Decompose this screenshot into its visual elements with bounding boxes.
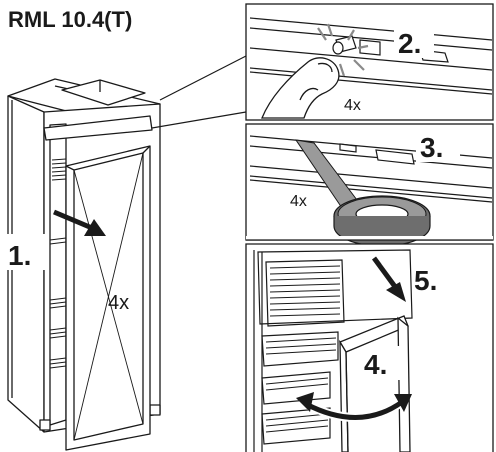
- step-3-label-bg: [416, 130, 460, 162]
- hand-icon: [261, 57, 340, 119]
- detail-panel-step-3: 4x 3.: [245, 123, 494, 247]
- step-5-label-bg: [412, 262, 456, 296]
- step-4-label-bg: [362, 346, 406, 380]
- detail-panel-step-2: 4x 2.: [245, 3, 494, 121]
- tape-quantity-label: 4x: [290, 193, 307, 210]
- screw-quantity-label: 4x: [344, 97, 361, 114]
- zoom-callout-lines: [151, 55, 247, 129]
- door-quantity-label: 4x: [108, 292, 129, 314]
- step-1-label: 1.: [8, 240, 31, 271]
- step-4-label: 4.: [364, 349, 387, 380]
- step-1-label-bg: [4, 234, 46, 270]
- step-1-arrow: [53, 209, 106, 236]
- step-2-label: 2.: [398, 28, 421, 59]
- tape-roll-icon: [246, 195, 493, 247]
- loosen-motion-marks: [317, 23, 369, 77]
- screw-icon: [332, 35, 357, 55]
- step-3-label: 3.: [420, 132, 443, 163]
- step-5-arrow: [371, 256, 406, 302]
- model-title: RML 10.4(T): [8, 7, 132, 32]
- step-4-swing-arrow: [296, 392, 412, 422]
- detail-panel-step-4-5: 5. 4.: [245, 243, 494, 452]
- step-5-label: 5.: [414, 265, 437, 296]
- refrigerator-door: [65, 145, 151, 451]
- step-2-label-bg: [394, 26, 434, 58]
